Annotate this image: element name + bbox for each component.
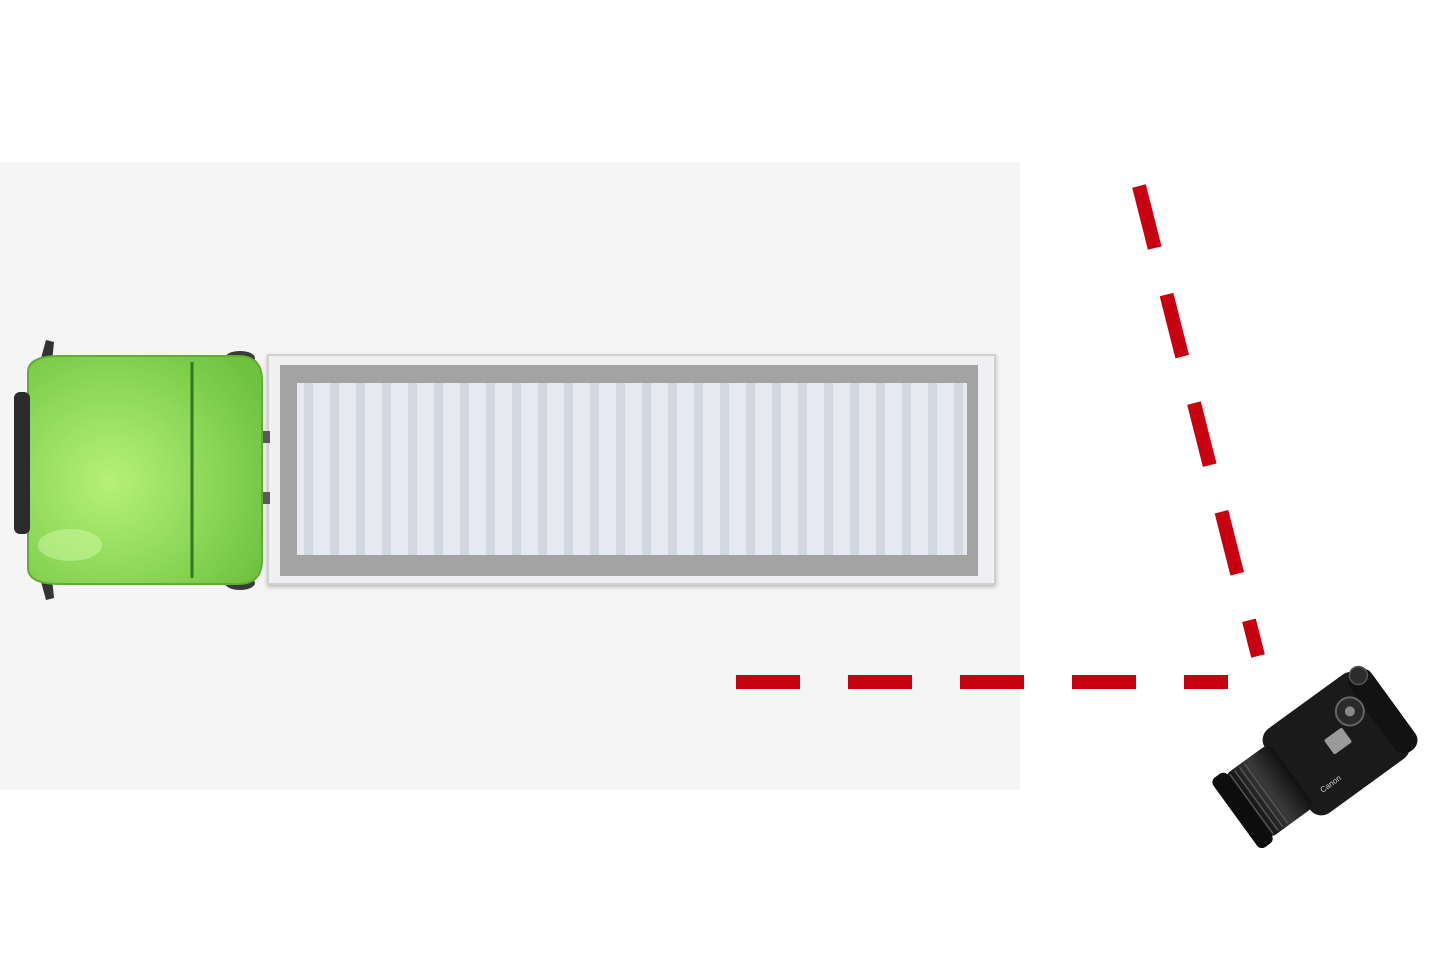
trailer-rib [824,383,833,555]
trailer-rib [954,383,963,555]
trailer-rib [798,383,807,555]
cab-bumper [14,392,30,534]
trailer-rib [434,383,443,555]
camera-view-lines [736,184,1265,689]
trailer-rib [876,383,885,555]
trailer-rib [772,383,781,555]
hot-shoe [1324,728,1352,754]
trailer-rib [590,383,599,555]
trailer-rib [382,383,391,555]
trailer-rib [642,383,651,555]
shutter-button [1348,665,1369,686]
angled-view-line [1132,184,1265,658]
trailer-rib [304,383,313,555]
trailer-rib [720,383,729,555]
trailer-rib [668,383,677,555]
truck [14,340,996,600]
trailer-rib [460,383,469,555]
trailer-rib [486,383,495,555]
camera-grip [1348,668,1418,754]
trailer-rib [330,383,339,555]
trailer-rib [850,383,859,555]
trailer-rib [928,383,937,555]
trailer-rib [512,383,521,555]
trailer-rib [408,383,417,555]
camera: Canon [1212,665,1418,849]
trailer-ribs [304,383,963,555]
trailer-rib [616,383,625,555]
trailer-rib [356,383,365,555]
truck-cab [14,355,263,585]
trailer-rib [564,383,573,555]
trailer-rib [694,383,703,555]
trailer-rib [902,383,911,555]
trailer-rib [746,383,755,555]
trailer-rib [538,383,547,555]
trailer [267,354,996,585]
